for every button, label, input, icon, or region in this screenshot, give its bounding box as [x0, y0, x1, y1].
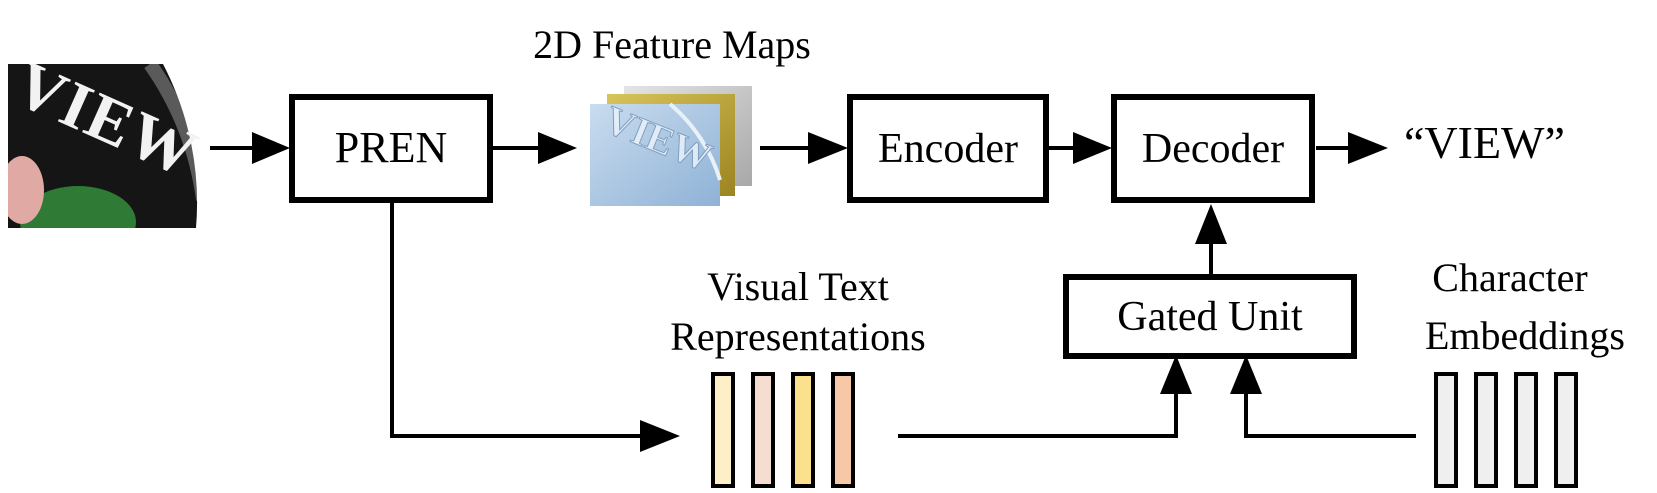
character-embedding-vector-3: [1514, 372, 1538, 488]
character-embedding-vector-1: [1434, 372, 1458, 488]
visual-text-representations: Visual Text Representations: [670, 264, 926, 488]
character-embedding-vector-2: [1474, 372, 1498, 488]
encoder-box: [847, 94, 1049, 203]
decoder-node: Decoder: [1111, 94, 1315, 203]
encoder-node: Encoder: [847, 94, 1049, 203]
gated-unit-box: [1063, 274, 1357, 359]
decoder-label: Decoder: [1142, 126, 1284, 172]
character-embedding-vector-4: [1554, 372, 1578, 488]
visual-text-label-line1: Visual Text: [707, 264, 889, 309]
character-embeddings-label-line1: Character: [1432, 255, 1587, 300]
pren-label: PREN: [335, 123, 447, 172]
pren-node: PREN: [289, 94, 493, 203]
pren-box: [289, 94, 493, 203]
arrowhead-image-to-pren: [252, 132, 290, 164]
decoder-box: [1111, 94, 1315, 203]
input-image-hand: [8, 156, 44, 224]
visual-text-vector-4: [831, 372, 855, 488]
visual-text-label-line2: Representations: [670, 314, 926, 359]
input-image-light-edge: [163, 64, 203, 228]
visual-text-vector-3: [791, 372, 815, 488]
visual-text-vector-1: [711, 372, 735, 488]
arrowhead-encoder-to-decoder: [1073, 132, 1112, 164]
character-embeddings: Character Embeddings: [1425, 255, 1625, 488]
encoder-label: Encoder: [878, 126, 1018, 172]
gated-unit-label: Gated Unit: [1117, 294, 1303, 340]
visual-text-vectors: [711, 372, 855, 488]
arrow-pren-to-visual-text: [390, 200, 640, 438]
connections: [210, 132, 1416, 452]
visual-text-vector-2: [751, 372, 775, 488]
arrowhead-pren-to-visual-text: [640, 420, 680, 452]
character-embedding-vectors: [1434, 372, 1578, 488]
output-text: “VIEW”: [1404, 117, 1565, 168]
feature-map-ring: [668, 102, 722, 181]
arrowhead-gated-unit-to-decoder: [1195, 204, 1227, 244]
character-embeddings-label-line2: Embeddings: [1425, 313, 1625, 358]
feature-maps: 2D Feature Maps VIEW: [533, 22, 811, 206]
arrow-embeddings-to-gated-unit: [1244, 390, 1416, 438]
arrowhead-feature-maps-to-encoder: [808, 132, 848, 164]
arrowhead-visual-text-to-gated-unit: [1160, 355, 1192, 394]
arrow-visual-text-to-gated-unit: [898, 390, 1178, 438]
gated-unit-node: Gated Unit: [1063, 274, 1357, 359]
feature-maps-label: 2D Feature Maps: [533, 22, 811, 67]
arrowhead-embeddings-to-gated-unit: [1230, 355, 1262, 394]
arrowhead-decoder-to-output: [1348, 132, 1388, 164]
input-image: VIEW: [8, 64, 203, 228]
arrowhead-pren-to-feature-maps: [538, 132, 577, 164]
feature-map-layer-1: [590, 104, 720, 206]
input-image-foliage: [20, 186, 136, 228]
